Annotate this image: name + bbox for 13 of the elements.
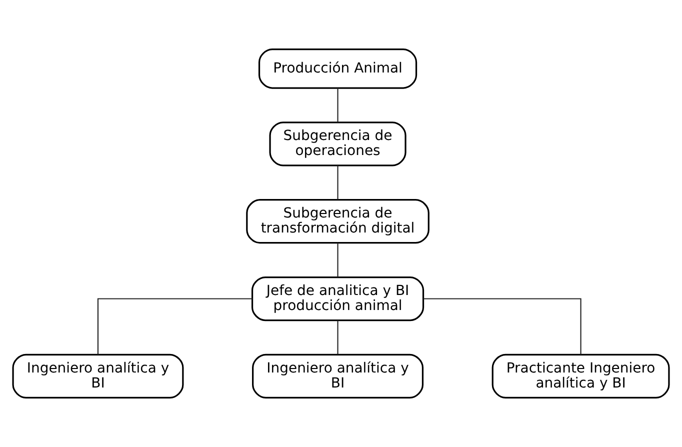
node-box: Ingeniero analítica y BI (12, 354, 184, 398)
node-box: Subgerencia de transformación digital (246, 199, 430, 244)
connector (97, 298, 252, 355)
connector (337, 166, 338, 200)
connector (337, 242, 338, 278)
connector (337, 320, 338, 354)
connector (337, 88, 338, 122)
connector (423, 298, 582, 355)
node-box: Ingeniero analítica y BI (252, 354, 424, 398)
node-box: Subgerencia de operaciones (269, 122, 406, 166)
node-box: Producción Animal (258, 48, 418, 89)
node-box: Jefe de analitica y BI producción animal (251, 276, 424, 322)
node-box: Practicante Ingeniero analítica y BI (492, 354, 670, 398)
